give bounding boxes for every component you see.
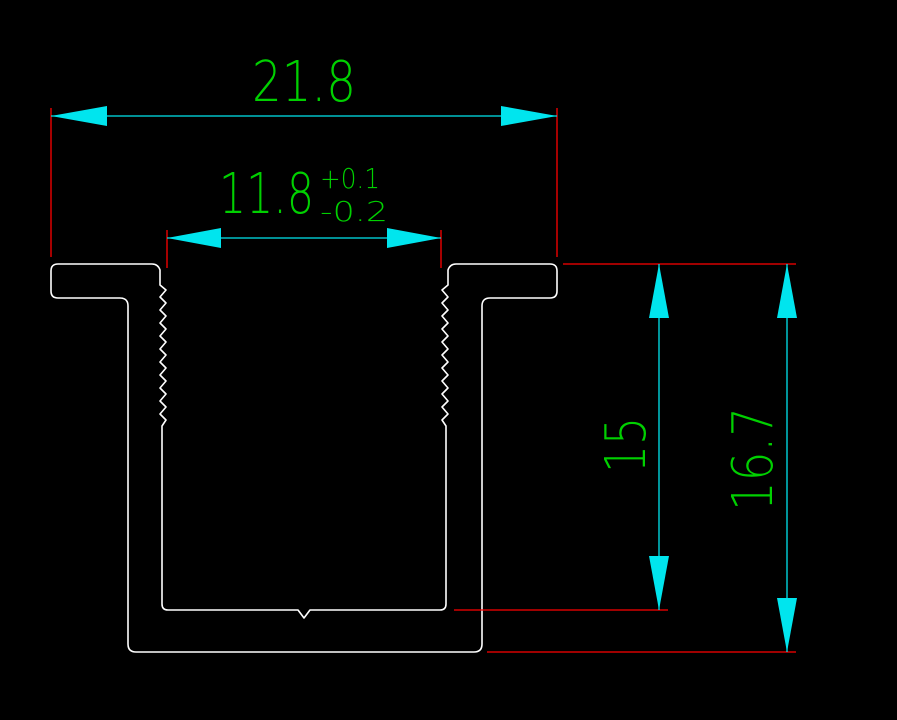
arrowhead-overall-height-top xyxy=(777,264,797,318)
arrowhead-opening-width-left xyxy=(167,228,221,248)
arrowhead-overall-width-left xyxy=(51,106,107,126)
dim-tolerance-lower: -0.2 xyxy=(320,195,388,228)
channel-profile-outline xyxy=(50,263,558,653)
dim-text-opening-width: 11.8 xyxy=(219,162,314,227)
dim-tolerance-upper: +0.1 xyxy=(320,162,380,195)
arrowhead-inner-depth-top xyxy=(649,264,669,318)
arrowhead-overall-width-right xyxy=(501,106,557,126)
arrowhead-inner-depth-bottom xyxy=(649,556,669,610)
dim-text-overall-height: 16.7 xyxy=(721,407,786,511)
arrowhead-opening-width-right xyxy=(387,228,441,248)
dim-text-overall-width: 21.8 xyxy=(252,50,356,115)
dim-text-inner-depth: 15 xyxy=(594,417,659,473)
arrowhead-overall-height-bottom xyxy=(777,598,797,652)
